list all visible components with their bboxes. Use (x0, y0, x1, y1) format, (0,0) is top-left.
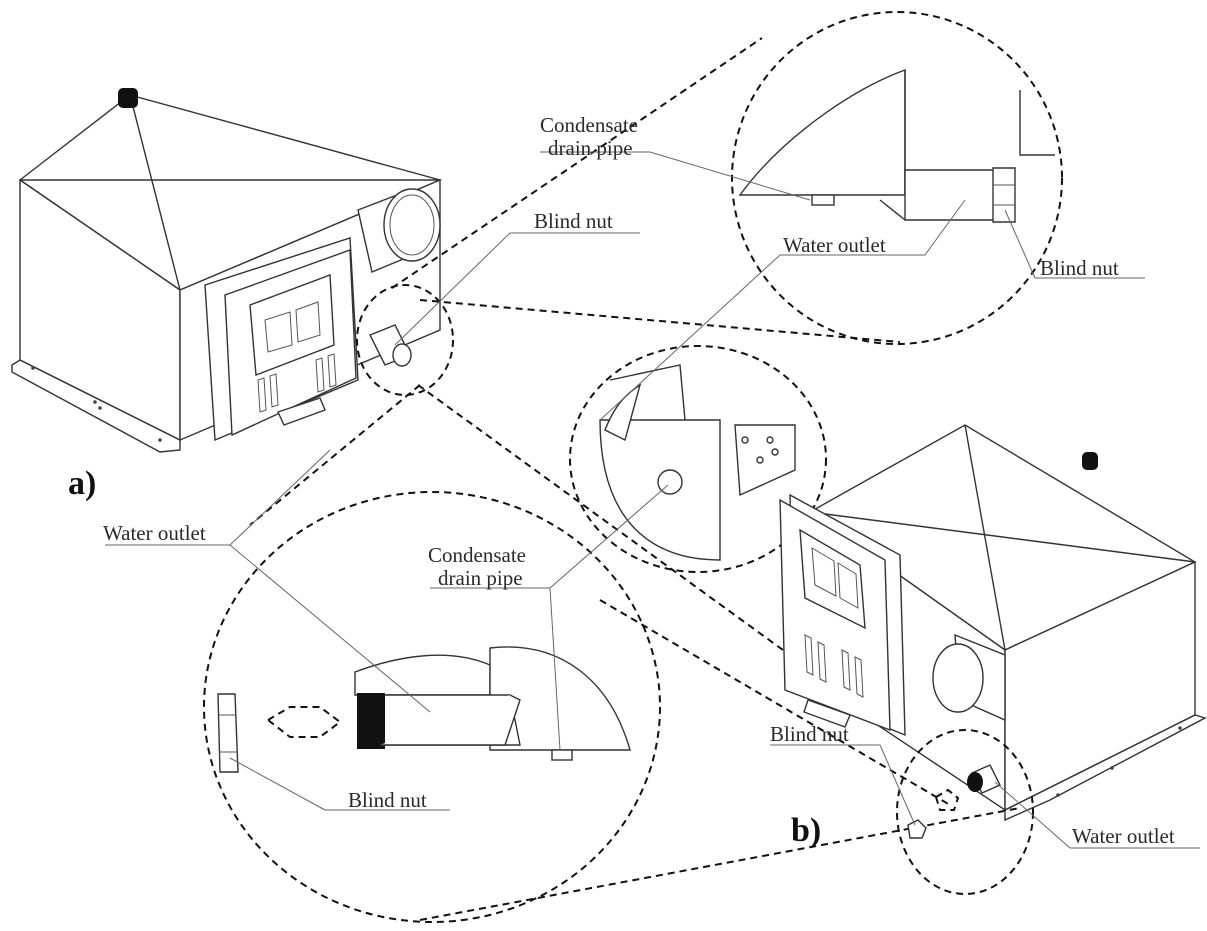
unit-b-knob (1082, 452, 1098, 470)
unit-a-detail-circle (356, 284, 454, 396)
label-condensate-top-1: Condensate (540, 113, 638, 137)
unit-b-flue-opening (932, 643, 984, 713)
label-blind-nut-b: Blind nut (770, 722, 849, 746)
zoom-circle-middle (569, 345, 827, 573)
unit-a-flue-opening (383, 188, 441, 262)
unit-a-knob (118, 88, 138, 108)
unit-b-gasket (934, 788, 960, 811)
unit-a-blind-nut (392, 343, 412, 367)
zoom-top-housing (738, 69, 906, 196)
zoom-circle-bottom (203, 491, 661, 923)
unit-b-detail-circle (896, 729, 1034, 895)
zoom-bottom-left (203, 491, 661, 923)
projection-lines-a (249, 37, 963, 781)
zoom-top-blind-nut (992, 167, 1016, 223)
panel-label-a: a) (68, 465, 96, 502)
unit-b-window (799, 528, 866, 630)
label-condensate-mid-2: drain pipe (438, 566, 523, 590)
unit-b-blind-nut (907, 819, 927, 839)
unit-a-door (224, 249, 357, 437)
zoom-middle-body (599, 419, 721, 561)
zoom-bottom-gasket (266, 706, 342, 738)
label-blind-nut-a: Blind nut (534, 209, 613, 233)
label-blind-nut-top-right: Blind nut (1040, 256, 1119, 280)
unit-a-base-flange (11, 359, 181, 453)
unit-b-base-flange (1004, 714, 1207, 822)
unit-a-door-handle (277, 397, 326, 426)
label-water-outlet-top: Water outlet (783, 233, 886, 257)
labels: Condensate drain pipe Water outlet Blind… (68, 113, 1175, 849)
zoom-top-right (731, 11, 1063, 345)
zoom-top-water-outlet (904, 169, 1001, 221)
zoom-bottom-thread (357, 693, 385, 749)
label-condensate-mid-1: Condensate (428, 543, 526, 567)
label-water-outlet-a: Water outlet (103, 521, 206, 545)
zoom-circle-top (731, 11, 1063, 345)
panel-label-b: b) (791, 812, 821, 849)
unit-a (11, 88, 454, 453)
unit-b-door-handle (803, 699, 851, 728)
unit-b-roof-ridges (809, 424, 1196, 651)
label-water-outlet-b: Water outlet (1072, 824, 1175, 848)
zoom-middle-bracket (734, 424, 796, 497)
zoom-bottom-housing (489, 646, 631, 751)
zoom-bottom-condensate-pipe (551, 749, 573, 761)
label-blind-nut-bottom-left: Blind nut (348, 788, 427, 812)
unit-b (779, 424, 1207, 895)
label-condensate-top-2: drain pipe (548, 136, 633, 160)
unit-a-roof-ridges (20, 94, 440, 291)
unit-a-window (249, 274, 335, 376)
leader-lines (105, 151, 1200, 849)
zoom-top-condensate-pipe (811, 194, 835, 206)
